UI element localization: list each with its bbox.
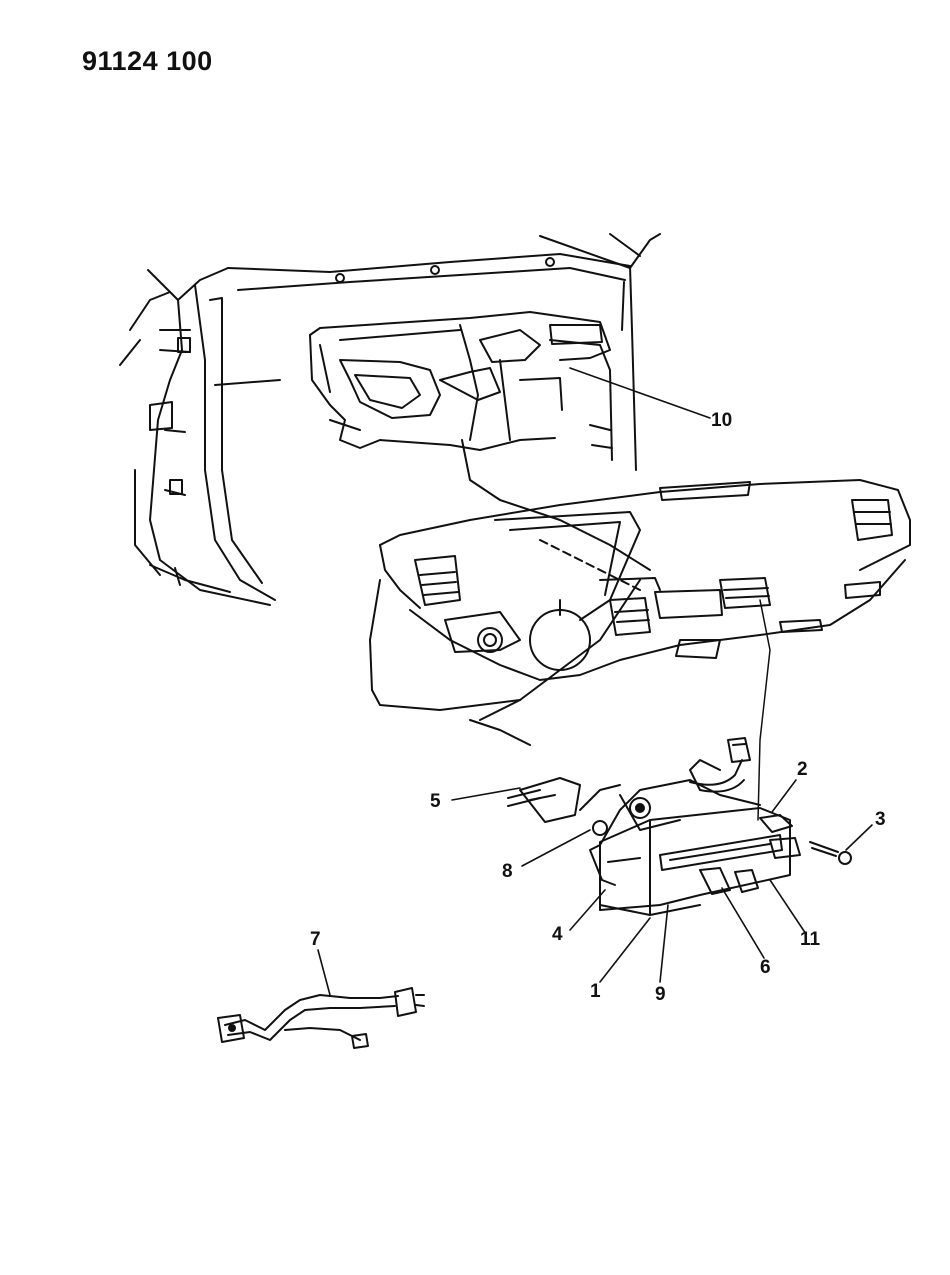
callout-1: 1 — [590, 981, 601, 1002]
callout-11: 11 — [800, 929, 821, 950]
leader-9 — [659, 904, 669, 983]
callout-8: 8 — [502, 861, 513, 882]
leader-1 — [599, 917, 651, 983]
leader-5 — [451, 787, 521, 801]
reference-code: 91124 100 — [82, 46, 213, 76]
leader-11 — [769, 879, 807, 935]
leader-2 — [771, 779, 797, 813]
instrument-panel — [369, 479, 911, 711]
mount-leader — [469, 539, 771, 821]
leader-3 — [845, 824, 873, 851]
callout-9: 9 — [655, 984, 666, 1005]
callout-leaders — [317, 367, 873, 996]
leader-6 — [721, 887, 765, 959]
leader-10 — [569, 367, 711, 419]
callout-6: 6 — [760, 957, 771, 978]
hvac-module — [309, 311, 611, 451]
body-a-pillar — [119, 267, 276, 606]
leader-7 — [317, 949, 331, 996]
connector-pigtail — [689, 737, 751, 793]
leader-4 — [569, 889, 606, 931]
callout-4: 4 — [552, 924, 563, 945]
firewall-panel — [214, 233, 661, 471]
callout-10: 10 — [711, 410, 733, 431]
callout-2: 2 — [797, 759, 808, 780]
screw — [809, 841, 852, 865]
leader-8 — [521, 829, 591, 867]
cable-end — [507, 789, 541, 807]
callout-5: 5 — [430, 791, 441, 812]
callout-3: 3 — [875, 809, 886, 830]
control-assembly — [519, 759, 801, 916]
callout-7: 7 — [310, 929, 321, 950]
wiring-harness — [217, 987, 425, 1049]
